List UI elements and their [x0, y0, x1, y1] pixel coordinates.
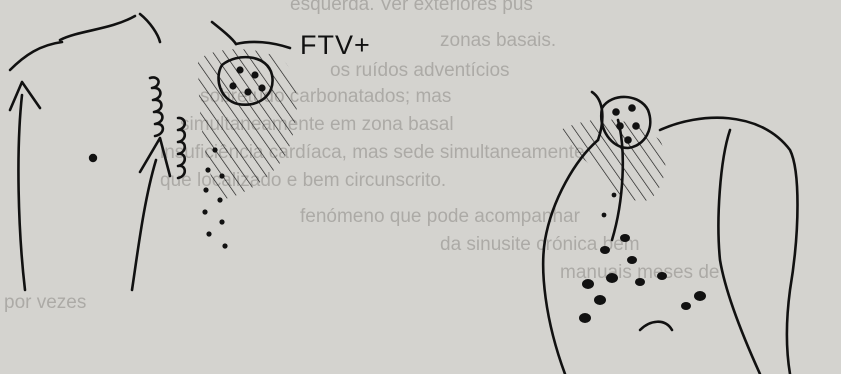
crackle-dot [694, 291, 706, 301]
crackle-dot [222, 243, 227, 248]
crackle-dot [579, 313, 591, 323]
right-neck-line [212, 22, 236, 44]
left-neck-curve [140, 14, 160, 42]
lesion-dot [624, 136, 632, 144]
left-torso-drawing [10, 14, 297, 290]
crackle-dot [594, 295, 606, 305]
heart-border-wiggle [178, 118, 185, 178]
left-neck-line [60, 16, 135, 40]
left-arm-arrow-line [18, 95, 25, 290]
crackle-dot [219, 219, 224, 224]
back-left-contour [543, 140, 598, 374]
right-arm-arrow-line [132, 160, 156, 290]
crackle-dot [620, 234, 630, 242]
lesion-dot [628, 104, 636, 112]
lesion-dot [236, 66, 243, 73]
left-shoulder-arc [10, 42, 62, 70]
right-torso-drawing [543, 92, 797, 374]
crackle-dot [606, 273, 618, 283]
right-shoulder-line [236, 42, 290, 48]
crackle-dot [205, 167, 210, 172]
lower-back-curve [640, 322, 672, 330]
lesion-dot [632, 122, 640, 130]
crackle-dot [582, 279, 594, 289]
crackle-dot [219, 173, 224, 178]
crackle-dot [602, 213, 607, 218]
lesion-dot [229, 82, 236, 89]
lesion-dot [616, 122, 624, 130]
lesion-dot [244, 88, 251, 95]
crackle-dot [657, 272, 667, 280]
lesion-dot [258, 84, 265, 91]
crackle-dot [203, 187, 208, 192]
crackle-dot [600, 246, 610, 254]
lesion-dot [251, 71, 258, 78]
right-arm-arrowhead [140, 138, 170, 176]
crackle-dot [202, 209, 207, 214]
crackle-dot [681, 302, 691, 310]
left-arm-arrowhead [10, 82, 40, 110]
crackle-dot [612, 193, 617, 198]
lesion-dot [612, 108, 620, 116]
sternum-curl-line [150, 77, 163, 136]
isolated-dot [89, 154, 97, 162]
crackle-dot [635, 278, 645, 286]
right-shoulder-contour [660, 118, 798, 374]
crackle-dot [212, 147, 217, 152]
crackle-dot [627, 256, 637, 264]
left-hatched-consolidation [198, 49, 297, 200]
ftv-plus-label: FTV+ [300, 30, 371, 61]
crackle-dot [206, 231, 211, 236]
crackle-dot [217, 197, 222, 202]
right-arm-contour [718, 130, 760, 374]
